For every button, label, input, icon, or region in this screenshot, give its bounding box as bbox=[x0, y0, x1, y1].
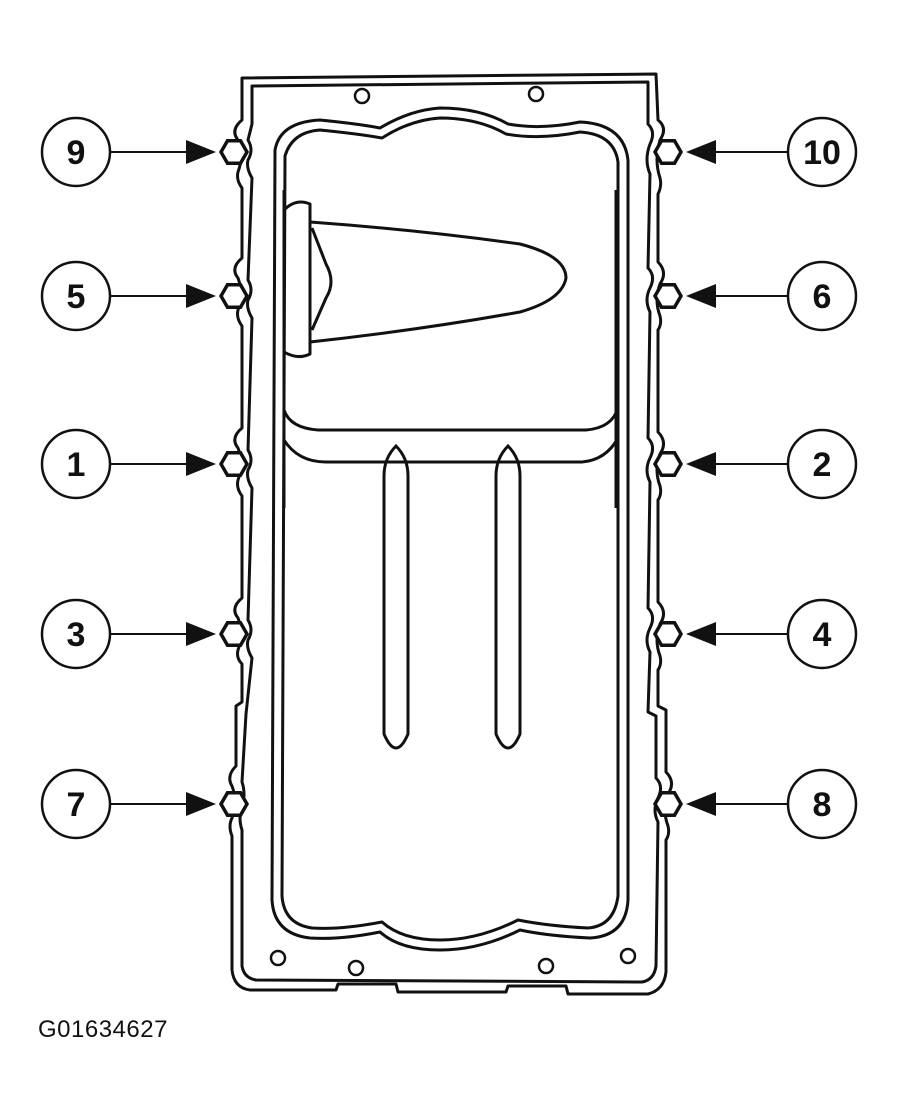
arrow-head-icon bbox=[686, 622, 716, 646]
arrow-head-icon bbox=[686, 140, 716, 164]
callout-circle bbox=[786, 598, 858, 670]
flange-holes bbox=[269, 85, 637, 977]
bolt-hex-icon bbox=[218, 790, 250, 818]
bolt-callout-10: 10 bbox=[652, 116, 858, 188]
bolt-hex-icon bbox=[218, 450, 250, 478]
oil-pan-ribs bbox=[382, 443, 522, 750]
arrow-head-icon bbox=[686, 284, 716, 308]
bolt-callout-3: 3 bbox=[40, 598, 250, 670]
bolt-callout-5: 5 bbox=[40, 260, 250, 332]
bolt-hex-icon bbox=[652, 790, 684, 818]
bolt-callout-6: 6 bbox=[652, 260, 858, 332]
arrow-head-icon bbox=[686, 452, 716, 476]
bolt-hex-icon bbox=[218, 138, 250, 166]
arrow-head-icon bbox=[186, 792, 216, 816]
arrow-head-icon bbox=[186, 452, 216, 476]
callout-circle bbox=[786, 768, 858, 840]
flange-hole bbox=[537, 957, 555, 975]
bolt-callout-4: 4 bbox=[652, 598, 858, 670]
oil-pan-outer-flange bbox=[228, 72, 673, 996]
flange-hole bbox=[527, 85, 545, 103]
bolt-callout-9: 9 bbox=[40, 116, 250, 188]
callout-number: 2 bbox=[813, 446, 832, 484]
callout-number: 8 bbox=[813, 786, 832, 824]
callout-circle bbox=[40, 768, 112, 840]
callout-circle bbox=[786, 116, 858, 188]
bolt-callout-7: 7 bbox=[40, 768, 250, 840]
bolt-hex-icon bbox=[652, 282, 684, 310]
bolt-callout-2: 2 bbox=[652, 428, 858, 500]
flange-hole bbox=[347, 959, 365, 977]
bolt-hex-icon bbox=[652, 620, 684, 648]
arrow-head-icon bbox=[186, 284, 216, 308]
bolt-hex-icon bbox=[218, 620, 250, 648]
bolt-hex-icon bbox=[652, 138, 684, 166]
bolt-callout-1: 1 bbox=[40, 428, 250, 500]
bolt-hex-icon bbox=[218, 282, 250, 310]
bolt-callouts: 9 10 5 6 1 2 3 4 7 8 bbox=[40, 116, 858, 840]
flange-hole bbox=[619, 947, 637, 965]
oil-pickup-tube bbox=[282, 200, 568, 359]
callout-circle bbox=[786, 428, 858, 500]
callout-number: 3 bbox=[67, 616, 86, 654]
arrow-head-icon bbox=[686, 792, 716, 816]
flange-hole bbox=[269, 949, 287, 967]
callout-circle bbox=[40, 260, 112, 332]
callout-number: 6 bbox=[813, 278, 832, 316]
flange-hole bbox=[353, 87, 371, 105]
callout-number: 7 bbox=[67, 786, 86, 824]
callout-number: 10 bbox=[803, 134, 841, 172]
bolt-callout-8: 8 bbox=[652, 768, 858, 840]
arrow-head-icon bbox=[186, 622, 216, 646]
callout-number: 4 bbox=[813, 616, 832, 654]
arrow-head-icon bbox=[186, 140, 216, 164]
figure-id: G01634627 bbox=[38, 1016, 168, 1043]
callout-circle bbox=[40, 428, 112, 500]
callout-circle bbox=[40, 598, 112, 670]
bolt-hex-icon bbox=[652, 450, 684, 478]
callout-number: 5 bbox=[67, 278, 86, 316]
callout-number: 9 bbox=[67, 134, 86, 172]
callout-circle bbox=[40, 116, 112, 188]
callout-circle bbox=[786, 260, 858, 332]
callout-number: 1 bbox=[67, 446, 86, 484]
